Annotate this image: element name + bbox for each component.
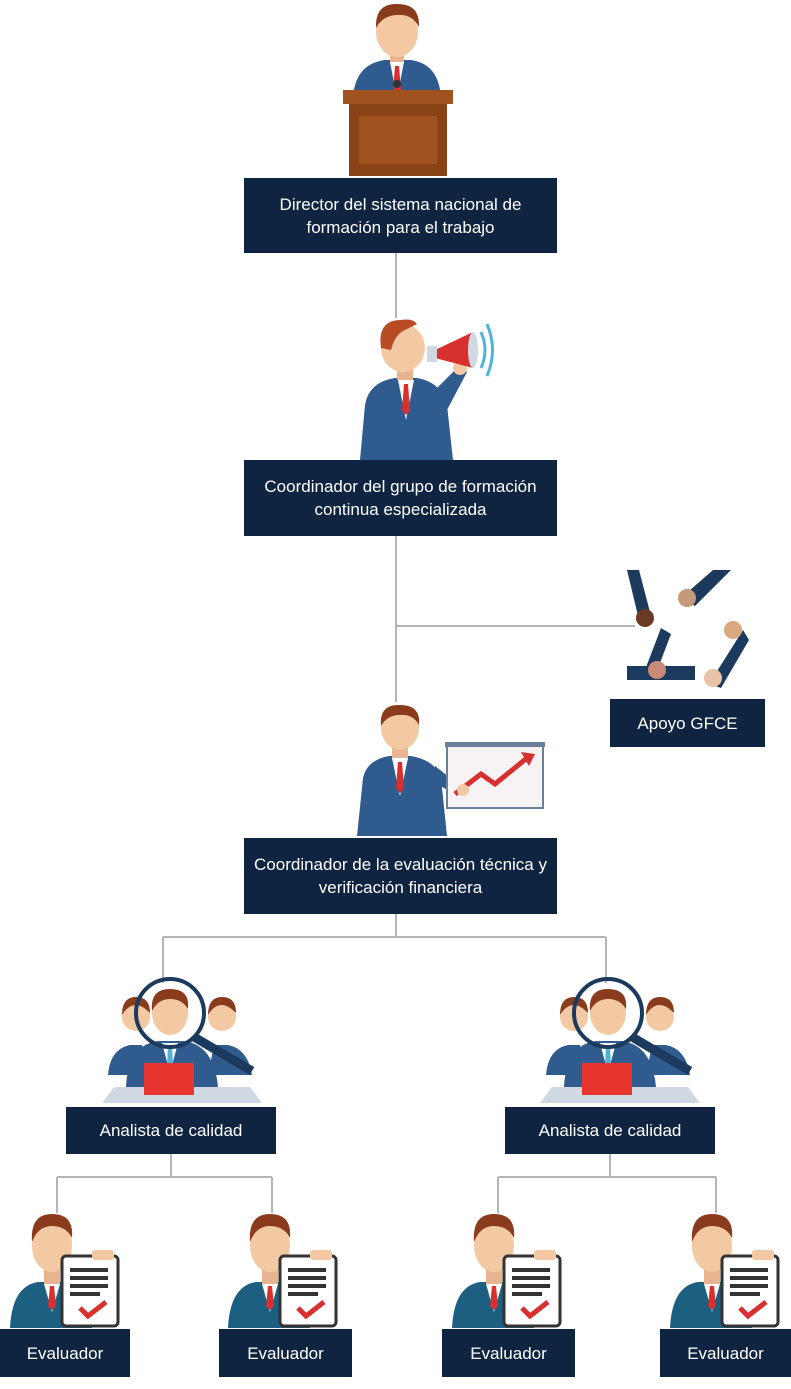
- node-analista-1-label: Analista de calidad: [99, 1121, 243, 1140]
- node-evaluador-2-label: Evaluador: [247, 1343, 324, 1363]
- node-analista-2: Analista de calidad: [505, 1107, 715, 1154]
- node-evaluador-2: Evaluador: [219, 1329, 352, 1377]
- podium-speaker-icon: [343, 3, 453, 176]
- node-evaluador-4: Evaluador: [660, 1329, 791, 1377]
- megaphone-person-icon: [360, 319, 494, 460]
- person-checklist-icon: [228, 1214, 338, 1328]
- node-analista-2-label: Analista de calidad: [538, 1121, 682, 1140]
- node-evaluador-1-label: Evaluador: [26, 1343, 104, 1363]
- person-checklist-icon: [670, 1214, 780, 1328]
- magnifier-team-icon: [102, 977, 262, 1103]
- node-evaluador-1: Evaluador: [0, 1329, 130, 1377]
- node-coord-grupo-label: Coordinador del grupo de formación conti…: [264, 477, 537, 519]
- node-evaluador-3-label: Evaluador: [470, 1343, 547, 1363]
- node-apoyo: Apoyo GFCE: [610, 699, 765, 747]
- node-evaluador-4-label: Evaluador: [687, 1343, 764, 1363]
- node-coord-eval: Coordinador de la evaluación técnica y v…: [244, 838, 557, 914]
- node-coord-grupo: Coordinador del grupo de formación conti…: [244, 460, 557, 536]
- magnifier-team-icon: [540, 977, 700, 1103]
- person-checklist-icon: [10, 1214, 120, 1328]
- node-evaluador-3: Evaluador: [442, 1329, 575, 1377]
- person-checklist-icon: [452, 1214, 562, 1328]
- node-apoyo-label: Apoyo GFCE: [637, 713, 738, 733]
- node-director: Director del sistema nacional de formaci…: [244, 178, 557, 253]
- node-director-label: Director del sistema nacional de formaci…: [279, 194, 522, 237]
- node-analista-1: Analista de calidad: [66, 1107, 276, 1154]
- node-coord-eval-label: Coordinador de la evaluación técnica y v…: [254, 855, 547, 897]
- teamwork-hands-icon: [627, 570, 749, 688]
- presenter-chart-icon: [357, 704, 545, 836]
